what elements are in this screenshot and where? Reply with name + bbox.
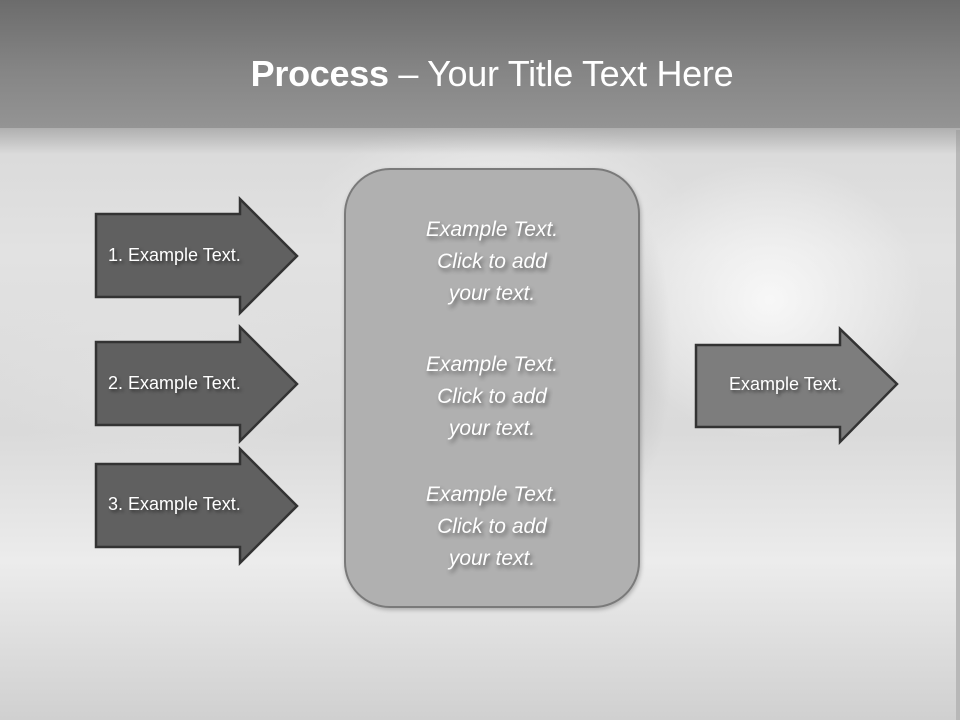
right-arrow-shape-icon bbox=[94, 445, 299, 567]
process-item-1-line1: Example Text. bbox=[425, 218, 559, 241]
process-item-1[interactable]: Example Text. Click to add your text. bbox=[346, 214, 638, 310]
output-arrow[interactable]: Example Text. bbox=[694, 326, 899, 446]
process-item-2-line3: your text. bbox=[448, 417, 536, 440]
title-bar bbox=[0, 0, 960, 128]
right-arrow-shape-icon bbox=[694, 326, 899, 446]
output-arrow-label: Example Text. bbox=[729, 374, 842, 394]
title-bar-fade bbox=[0, 128, 960, 154]
process-box[interactable]: Example Text. Click to add your text. Ex… bbox=[344, 168, 640, 608]
input-arrow-3-label: 3. Example Text. bbox=[108, 494, 241, 514]
input-arrow-1[interactable]: 1. Example Text. bbox=[94, 195, 299, 317]
input-arrow-2-label: 2. Example Text. bbox=[108, 373, 241, 393]
slide-title[interactable]: Process – Your Title Text Here bbox=[0, 50, 960, 98]
title-bold-part: Process bbox=[250, 53, 389, 94]
title-rest: – Your Title Text Here bbox=[388, 53, 734, 94]
process-item-3[interactable]: Example Text. Click to add your text. bbox=[346, 479, 638, 575]
right-arrow-shape-icon bbox=[94, 323, 299, 445]
process-item-1-line2: Click to add bbox=[437, 250, 547, 273]
right-arrow-shape-icon bbox=[94, 195, 299, 317]
process-item-2-line2: Click to add bbox=[437, 385, 547, 408]
process-item-3-line3: your text. bbox=[448, 547, 536, 570]
input-arrow-1-label: 1. Example Text. bbox=[108, 245, 241, 265]
process-item-3-line1: Example Text. bbox=[425, 483, 559, 506]
input-arrow-3[interactable]: 3. Example Text. bbox=[94, 445, 299, 567]
process-item-2[interactable]: Example Text. Click to add your text. bbox=[346, 349, 638, 445]
process-item-3-line2: Click to add bbox=[437, 515, 547, 538]
background-edge bbox=[956, 130, 960, 720]
input-arrow-2[interactable]: 2. Example Text. bbox=[94, 323, 299, 445]
process-item-2-line1: Example Text. bbox=[425, 353, 559, 376]
process-item-1-line3: your text. bbox=[448, 282, 536, 305]
